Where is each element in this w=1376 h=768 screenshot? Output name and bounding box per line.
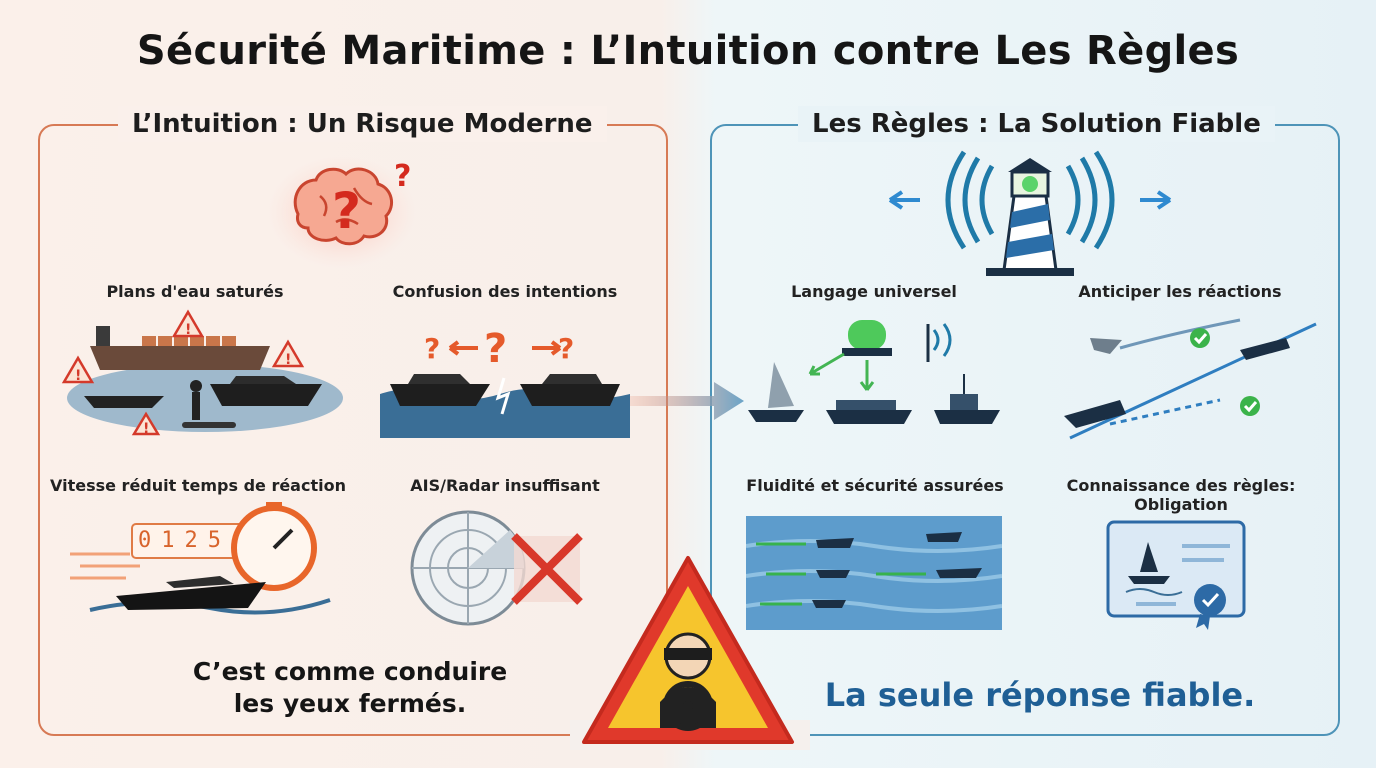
item-label-connaissance-line-1: Connaissance des règles:: [1066, 476, 1296, 495]
regles-panel-title: Les Règles : La Solution Fiable: [798, 106, 1275, 142]
svg-text:!: !: [285, 352, 291, 368]
item-label-ais-radar: AIS/Radar insuffisant: [410, 476, 600, 495]
center-arrow-icon: [630, 382, 744, 420]
svg-text:!: !: [75, 368, 81, 384]
item-label-connaissance-line-2: Obligation: [1134, 495, 1228, 514]
universal-signal-icon: [748, 320, 1000, 424]
confusion-boats-icon: ???: [380, 326, 630, 438]
tagline-regles: La seule réponse fiable.: [824, 676, 1256, 714]
radar-crossed-icon: [410, 510, 583, 626]
tagline-intuition: C’est comme conduire les yeux fermés.: [190, 656, 510, 720]
item-label-anticiper: Anticiper les réactions: [1078, 282, 1282, 301]
brain-question-icon: ? ?: [268, 156, 416, 268]
item-label-plans-eau: Plans d'eau saturés: [106, 282, 284, 301]
item-label-vitesse: Vitesse réduit temps de réaction: [50, 476, 346, 495]
tagline-line-1: C’est comme conduire: [192, 657, 508, 686]
svg-text:?: ?: [332, 182, 361, 240]
svg-text:?: ?: [394, 159, 411, 194]
tagline-line-2: les yeux fermés.: [233, 689, 467, 718]
page-title: Sécurité Maritime : L’Intuition contre L…: [136, 28, 1240, 74]
svg-text:?: ?: [484, 326, 507, 372]
item-label-langage: Langage universel: [791, 282, 957, 301]
item-label-connaissance: Connaissance des règles: Obligation: [1056, 476, 1306, 514]
intuition-panel-title: L’Intuition : Un Risque Moderne: [118, 106, 607, 142]
crowded-water-icon: !!!!: [61, 309, 343, 437]
lighthouse-signal-icon: [888, 150, 1172, 276]
item-label-fluidite: Fluidité et sécurité assurées: [746, 476, 1004, 495]
item-label-confusion: Confusion des intentions: [392, 282, 618, 301]
svg-text:?: ?: [424, 332, 440, 365]
svg-text:!: !: [185, 322, 191, 338]
svg-text:!: !: [143, 421, 149, 437]
speed-stopwatch-icon: [70, 502, 331, 615]
certificate-icon: [1106, 520, 1246, 630]
speed-counter: 0125: [138, 528, 231, 553]
trajectory-icon: [1064, 318, 1317, 440]
svg-text:?: ?: [558, 332, 574, 365]
blindfold-warning-icon: [582, 556, 794, 744]
traffic-flow-icon: [746, 516, 1002, 630]
